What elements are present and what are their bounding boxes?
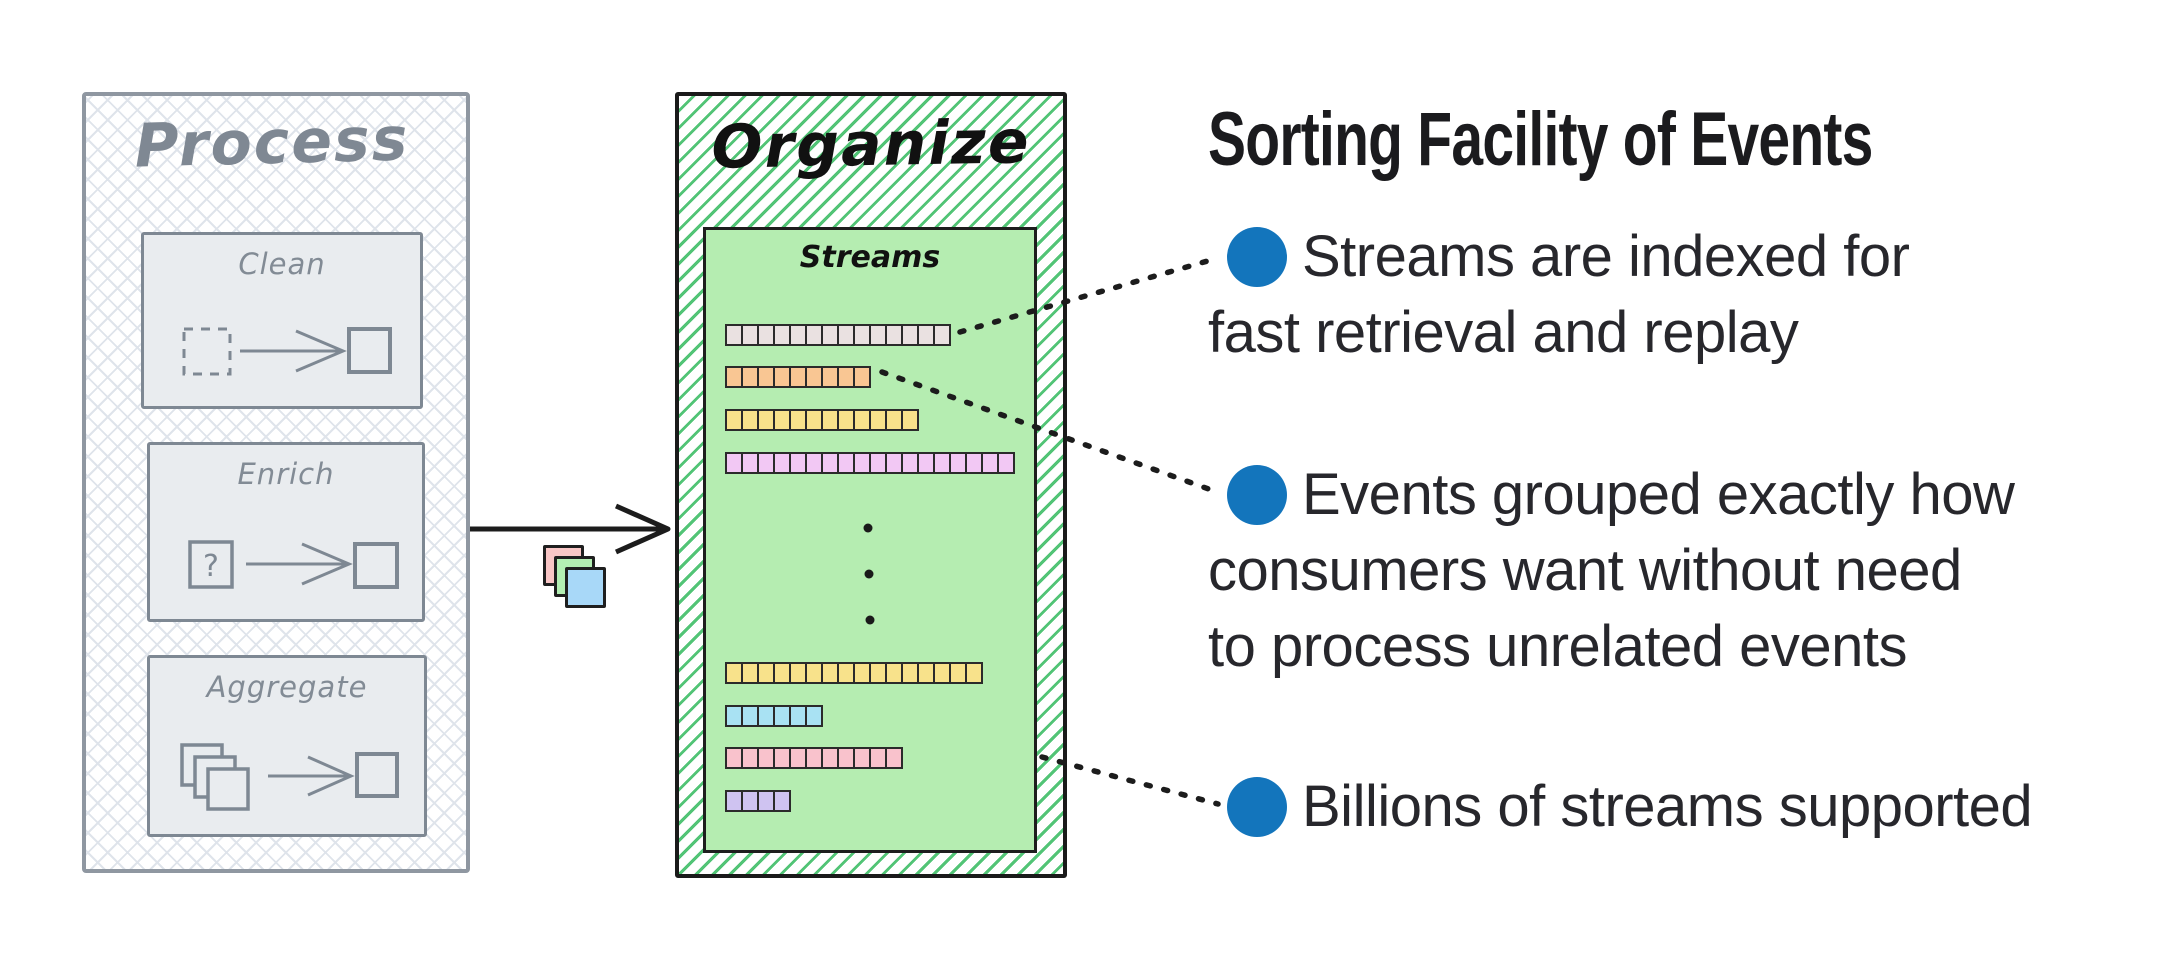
process-title: Process <box>133 104 411 182</box>
question-square-icon <box>188 540 234 589</box>
stream-segment <box>853 366 871 388</box>
stream-segment <box>885 747 903 769</box>
square-icon <box>353 542 399 589</box>
aggregate-transform-icon <box>180 743 399 811</box>
stream-segment <box>805 705 823 727</box>
bullet-dot <box>1227 227 1287 287</box>
clean-label: Clean <box>238 247 326 281</box>
callout-item: Events grouped exactly how consumers want… <box>1208 457 2015 685</box>
streams-label: Streams <box>799 240 941 275</box>
stream-bar <box>725 662 983 684</box>
dashed-square-icon <box>182 327 232 376</box>
aggregate-label: Aggregate <box>206 670 368 704</box>
enrich-transform-icon: ? <box>188 540 399 589</box>
callout-item: Billions of streams supported <box>1208 769 2033 845</box>
organize-title: Organize <box>710 107 1032 183</box>
callout-item: Streams are indexed for fast retrieval an… <box>1208 219 1910 371</box>
arrow-head-icon <box>614 503 671 555</box>
callout-lines: Streams are indexed for fast retrieval an… <box>1208 219 1910 371</box>
callout-line: consumers want without need <box>1208 538 1962 603</box>
arrow-head-icon <box>295 329 347 373</box>
question-mark-glyph: ? <box>203 549 219 584</box>
stream-segment <box>997 452 1015 474</box>
enrich-label: Enrich <box>237 457 335 491</box>
callout-title: Sorting Facility of Events <box>1208 97 1873 182</box>
stream-bar <box>725 705 823 727</box>
clean-transform-icon <box>182 327 392 376</box>
stream-segment <box>773 790 791 812</box>
stacked-square-front-icon <box>206 767 250 811</box>
step-card-enrich: Enrich ? <box>147 442 425 622</box>
callout-lines: Billions of streams supported <box>1208 769 2033 845</box>
stream-bar <box>725 452 1015 474</box>
process-panel: Process Clean Enrich ? Aggregate <box>82 92 470 873</box>
stream-bar <box>725 324 951 346</box>
stream-segment <box>933 324 951 346</box>
arrow-head-icon <box>301 542 353 586</box>
callout-line: fast retrieval and replay <box>1208 300 1799 365</box>
arrow-head-icon <box>307 755 355 797</box>
step-card-clean: Clean <box>141 232 423 409</box>
square-icon <box>347 327 392 374</box>
step-card-aggregate: Aggregate <box>147 655 427 837</box>
packet-square-blue <box>565 567 606 608</box>
connector-dotted-line-3 <box>1039 754 1221 807</box>
callout-line: to process unrelated events <box>1208 614 1908 679</box>
bullet-dot <box>1227 777 1287 837</box>
bullet-dot <box>1227 465 1287 525</box>
callout-line: Streams are indexed for <box>1302 224 1910 289</box>
stream-bar <box>725 366 871 388</box>
stream-bar <box>725 409 919 431</box>
stream-bar <box>725 747 903 769</box>
stream-segment <box>901 409 919 431</box>
callout-lines: Events grouped exactly how consumers want… <box>1208 457 2015 685</box>
square-icon <box>355 752 399 798</box>
callout-line: Events grouped exactly how <box>1302 462 2015 527</box>
callout-line: Billions of streams supported <box>1302 774 2033 839</box>
stream-bar <box>725 790 791 812</box>
stream-segment <box>965 662 983 684</box>
